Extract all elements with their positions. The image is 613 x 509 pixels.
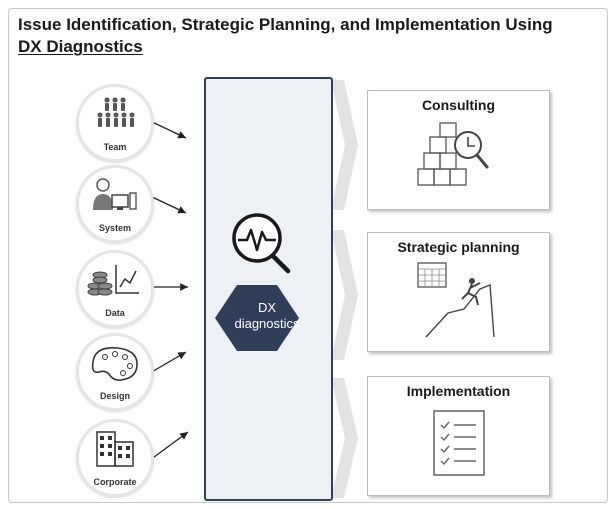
input-label-design: Design [99, 391, 130, 401]
input-system: System [76, 165, 154, 243]
chevron-consulting [331, 80, 358, 210]
hex-line-2: diagnostics [234, 316, 300, 331]
arrow-team [149, 120, 187, 139]
arrow-system [149, 195, 187, 214]
team-icon [97, 97, 135, 127]
corporate-icon [96, 431, 134, 467]
input-label-team: Team [103, 142, 127, 152]
title-line-2: DX Diagnostics [18, 37, 143, 56]
dx-diagnostics-hexagon [215, 285, 299, 351]
input-label-system: System [98, 223, 132, 233]
title-line-1: Issue Identification, Strategic Planning… [18, 15, 553, 34]
strategic-planning-icon [417, 262, 495, 338]
data-icon [87, 265, 139, 296]
input-corporate: Corporate [76, 419, 154, 497]
output-label-strategic-planning: Strategic planning [397, 239, 520, 255]
input-data: Data [76, 250, 154, 328]
output-implementation: Implementation [367, 376, 550, 496]
system-icon [93, 178, 137, 210]
implementation-checklist-icon [433, 410, 485, 476]
input-label-corporate: Corporate [93, 477, 137, 487]
design-icon [91, 346, 138, 381]
input-team: Team [76, 84, 154, 162]
output-label-consulting: Consulting [421, 97, 496, 113]
consulting-icon [417, 122, 489, 186]
arrow-corporate [149, 431, 189, 461]
chevron-implementation [331, 378, 358, 498]
output-label-implementation: Implementation [406, 383, 511, 399]
dx-diagnostics-label: DX diagnostics [207, 300, 327, 332]
output-consulting: Consulting [367, 90, 550, 210]
diagnostics-magnifier-icon [232, 213, 291, 274]
hex-line-1: DX [257, 300, 277, 315]
input-design: Design [76, 333, 154, 411]
input-label-data: Data [105, 308, 125, 318]
output-strategic-planning: Strategic planning [367, 232, 550, 352]
diagram-title: Issue Identification, Strategic Planning… [18, 14, 608, 58]
arrow-design [149, 351, 187, 374]
chevron-strategic [331, 230, 358, 360]
